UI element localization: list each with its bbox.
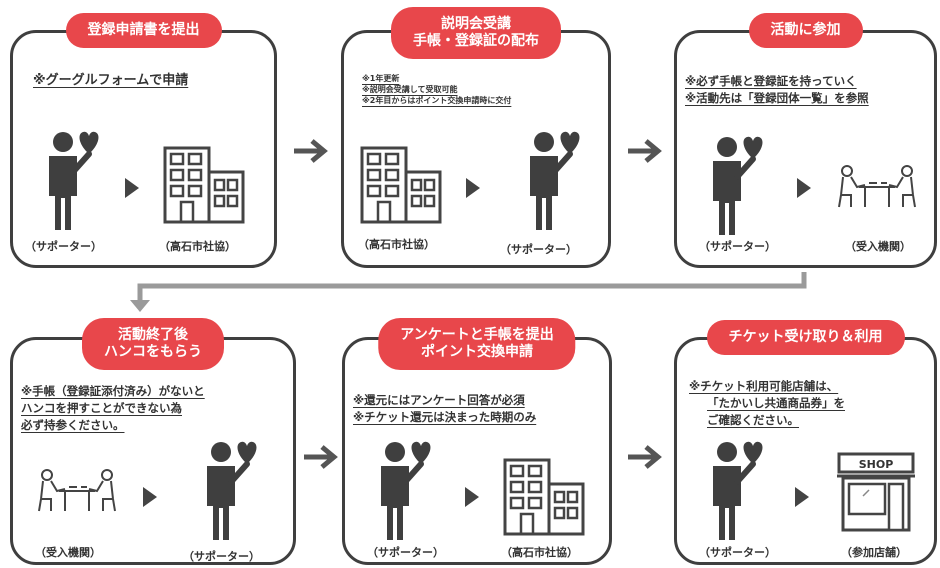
step-note-line: ※グーグルフォームで申請 [33, 73, 189, 88]
meeting-table-icon [838, 165, 916, 208]
arrow-right-icon [304, 445, 338, 469]
triangle-right-icon [125, 178, 139, 198]
step-note-line: ※還元にはアンケート回答が必須 [353, 393, 525, 407]
person-heart-icon [381, 441, 431, 540]
person-heart-icon [713, 441, 763, 540]
step-notes-4: ※手帳（登録証添付済み）がないと ハンコを押すことができない為 必ず持参ください… [21, 383, 205, 434]
step-note-line: ※手帳（登録証添付済み）がないと [21, 384, 205, 398]
step-note-line: ※説明会受講して受取可能 [362, 85, 458, 94]
step-note-line: ※チケット還元は決まった時期のみ [353, 410, 537, 424]
arrow-right-icon [294, 139, 328, 163]
step-caption-left: （受入機関） [35, 546, 101, 559]
person-heart-icon [207, 441, 257, 540]
step-note-line: ご確認ください。 [707, 413, 799, 427]
step-notes-1: ※グーグルフォームで申請 [33, 71, 188, 91]
step-note-line: ※チケット利用可能店舗は、 [689, 379, 839, 393]
building-icon [163, 146, 245, 224]
step-notes-3: ※必ず手帳と登録証を持っていく ※活動先は「登録団体一覧」を参照 [685, 73, 869, 107]
step-title-2: 説明会受講 手帳・登録証の配布 [391, 7, 561, 59]
building-icon [360, 146, 442, 224]
step-title-1: 登録申請書を提出 [65, 13, 222, 48]
step-note-line: ※活動先は「登録団体一覧」を参照 [685, 91, 869, 105]
step-caption-left: （サポーター） [699, 240, 776, 253]
step-title-6: チケット受け取り＆利用 [706, 320, 905, 355]
person-heart-icon [530, 131, 580, 230]
step-caption-right: （参加店舗） [841, 546, 907, 559]
step-title-line: 手帳・登録証の配布 [413, 33, 539, 49]
connector-arrow-icon [130, 272, 807, 312]
step-caption-right: （高石市社協） [159, 240, 236, 253]
step-title-line: チケット受け取り＆利用 [728, 329, 883, 345]
triangle-right-icon [797, 178, 811, 198]
shop-sign-text: SHOP [859, 458, 894, 471]
step-caption-right: （サポーター） [500, 243, 577, 256]
step-caption-left: （サポーター） [367, 546, 444, 559]
step-note-line: ※1年更新 [362, 74, 400, 83]
building-icon [503, 458, 585, 536]
step-notes-6: ※チケット利用可能店舗は、 「たかいし共通商品券」を ご確認ください。 [689, 378, 845, 429]
step-card-4: 活動終了後 ハンコをもらう ※手帳（登録証添付済み）がないと ハンコを押すことが… [10, 318, 296, 565]
step-title-line: 活動に参加 [770, 22, 841, 38]
step-caption-right: （高石市社協） [501, 546, 578, 559]
triangle-right-icon [466, 178, 480, 198]
step-note-line: 「たかいし共通商品券」を [707, 396, 845, 410]
arrow-right-icon [628, 139, 662, 163]
meeting-table-icon [38, 469, 116, 512]
step-notes-5: ※還元にはアンケート回答が必須 ※チケット還元は決まった時期のみ [353, 392, 536, 426]
step-title-line: 説明会受講 [441, 16, 511, 32]
step-card-2: 説明会受講 手帳・登録証の配布 ※1年更新 ※説明会受講して受取可能 ※2年目か… [341, 7, 611, 268]
step-title-line: 登録申請書を提出 [87, 22, 200, 38]
step-title-line: 活動終了後 [118, 327, 188, 343]
step-note-line: ※2年目からはポイント交換申請時に交付 [362, 96, 512, 105]
triangle-right-icon [795, 487, 809, 507]
step-caption-left: （高石市社協） [358, 238, 435, 251]
step-title-5: アンケートと手帳を提出 ポイント交換申請 [378, 318, 576, 370]
step-caption-right: （サポーター） [183, 550, 260, 563]
step-title-4: 活動終了後 ハンコをもらう [82, 318, 224, 370]
step-card-6: チケット受け取り＆利用 ※チケット利用可能店舗は、 「たかいし共通商品券」を ご… [674, 320, 937, 565]
step-note-line: ※必ず手帳と登録証を持っていく [685, 74, 857, 88]
step-card-1: 登録申請書を提出 ※グーグルフォームで申請 （サポーター） （高石市社協） [10, 13, 277, 268]
step-caption-right: （受入機関） [845, 240, 911, 253]
step-title-line: ハンコをもらう [104, 344, 202, 360]
triangle-right-icon [465, 487, 479, 507]
shop-icon: SHOP [837, 452, 915, 532]
triangle-right-icon [143, 487, 157, 507]
person-heart-icon [713, 136, 763, 235]
person-heart-icon [49, 131, 99, 230]
step-title-line: ポイント交換申請 [420, 344, 533, 360]
step-title-3: 活動に参加 [748, 13, 863, 48]
step-note-line: ハンコを押すことができない為 [21, 401, 182, 415]
step-caption-left: （サポーター） [699, 546, 776, 559]
step-caption-left: （サポーター） [25, 240, 102, 253]
step-card-5: アンケートと手帳を提出 ポイント交換申請 ※還元にはアンケート回答が必須 ※チケ… [342, 318, 612, 565]
step-notes-2: ※1年更新 ※説明会受講して受取可能 ※2年目からはポイント交換申請時に交付 [362, 73, 511, 106]
step-card-3: 活動に参加 ※必ず手帳と登録証を持っていく ※活動先は「登録団体一覧」を参照 （… [674, 13, 937, 268]
step-note-line: 必ず持参ください。 [21, 418, 125, 432]
step-title-line: アンケートと手帳を提出 [400, 327, 554, 343]
arrow-right-icon [628, 445, 662, 469]
